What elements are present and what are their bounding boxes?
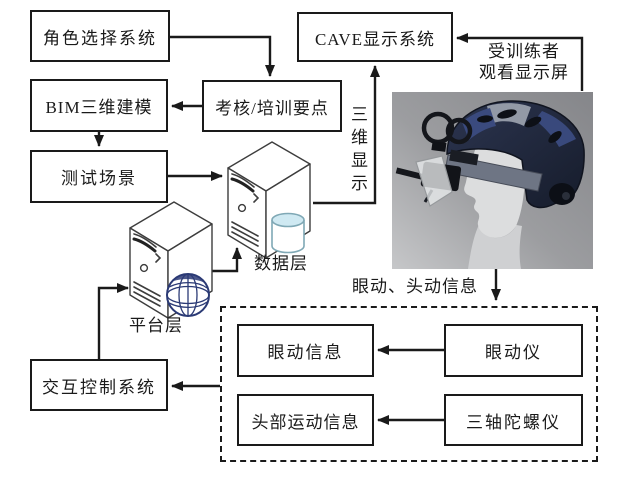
label-3d-display: 三维显示 xyxy=(348,105,367,197)
server-icon-platform-layer xyxy=(128,200,214,320)
sensor-group-box xyxy=(220,306,598,462)
hmd-helmet-photo xyxy=(392,92,593,269)
node-eye-movement-info: 眼动信息 xyxy=(237,324,374,377)
helmet-vents xyxy=(477,109,562,143)
node-bim-3d-modeling: BIM三维建模 xyxy=(30,79,168,132)
database-cylinder-icon xyxy=(271,212,305,254)
node-assessment-training-points: 考核/培训要点 xyxy=(202,80,342,132)
side-camera-pod xyxy=(549,183,575,205)
monocle-visor xyxy=(415,155,453,207)
label-platform-layer: 平台层 xyxy=(129,316,183,335)
helmet-blue-panel xyxy=(535,111,576,147)
node-interactive-control-system: 交互控制系统 xyxy=(30,359,168,411)
node-cave-display-system: CAVE显示系统 xyxy=(297,12,453,62)
arrow-role-to-training xyxy=(170,35,275,77)
node-three-axis-gyroscope: 三轴陀螺仪 xyxy=(444,394,583,446)
node-eye-tracker: 眼动仪 xyxy=(444,324,583,377)
label-trainee-line2: 观看显示屏 xyxy=(479,63,569,82)
label-eye-head-movement-info: 眼动、头动信息 xyxy=(352,277,478,296)
label-trainee-watches-screen: 受训练者 观看显示屏 xyxy=(464,41,584,83)
node-test-scene: 测试场景 xyxy=(30,150,168,203)
node-role-selection-system: 角色选择系统 xyxy=(30,10,170,62)
jaw-shadow xyxy=(490,226,516,239)
label-data-layer: 数据层 xyxy=(254,254,308,273)
server-icon-data-layer xyxy=(226,140,312,260)
label-trainee-line1: 受训练者 xyxy=(488,42,560,61)
side-camera-lens xyxy=(562,192,570,200)
globe-icon xyxy=(166,273,210,317)
node-head-motion-info: 头部运动信息 xyxy=(237,394,374,446)
